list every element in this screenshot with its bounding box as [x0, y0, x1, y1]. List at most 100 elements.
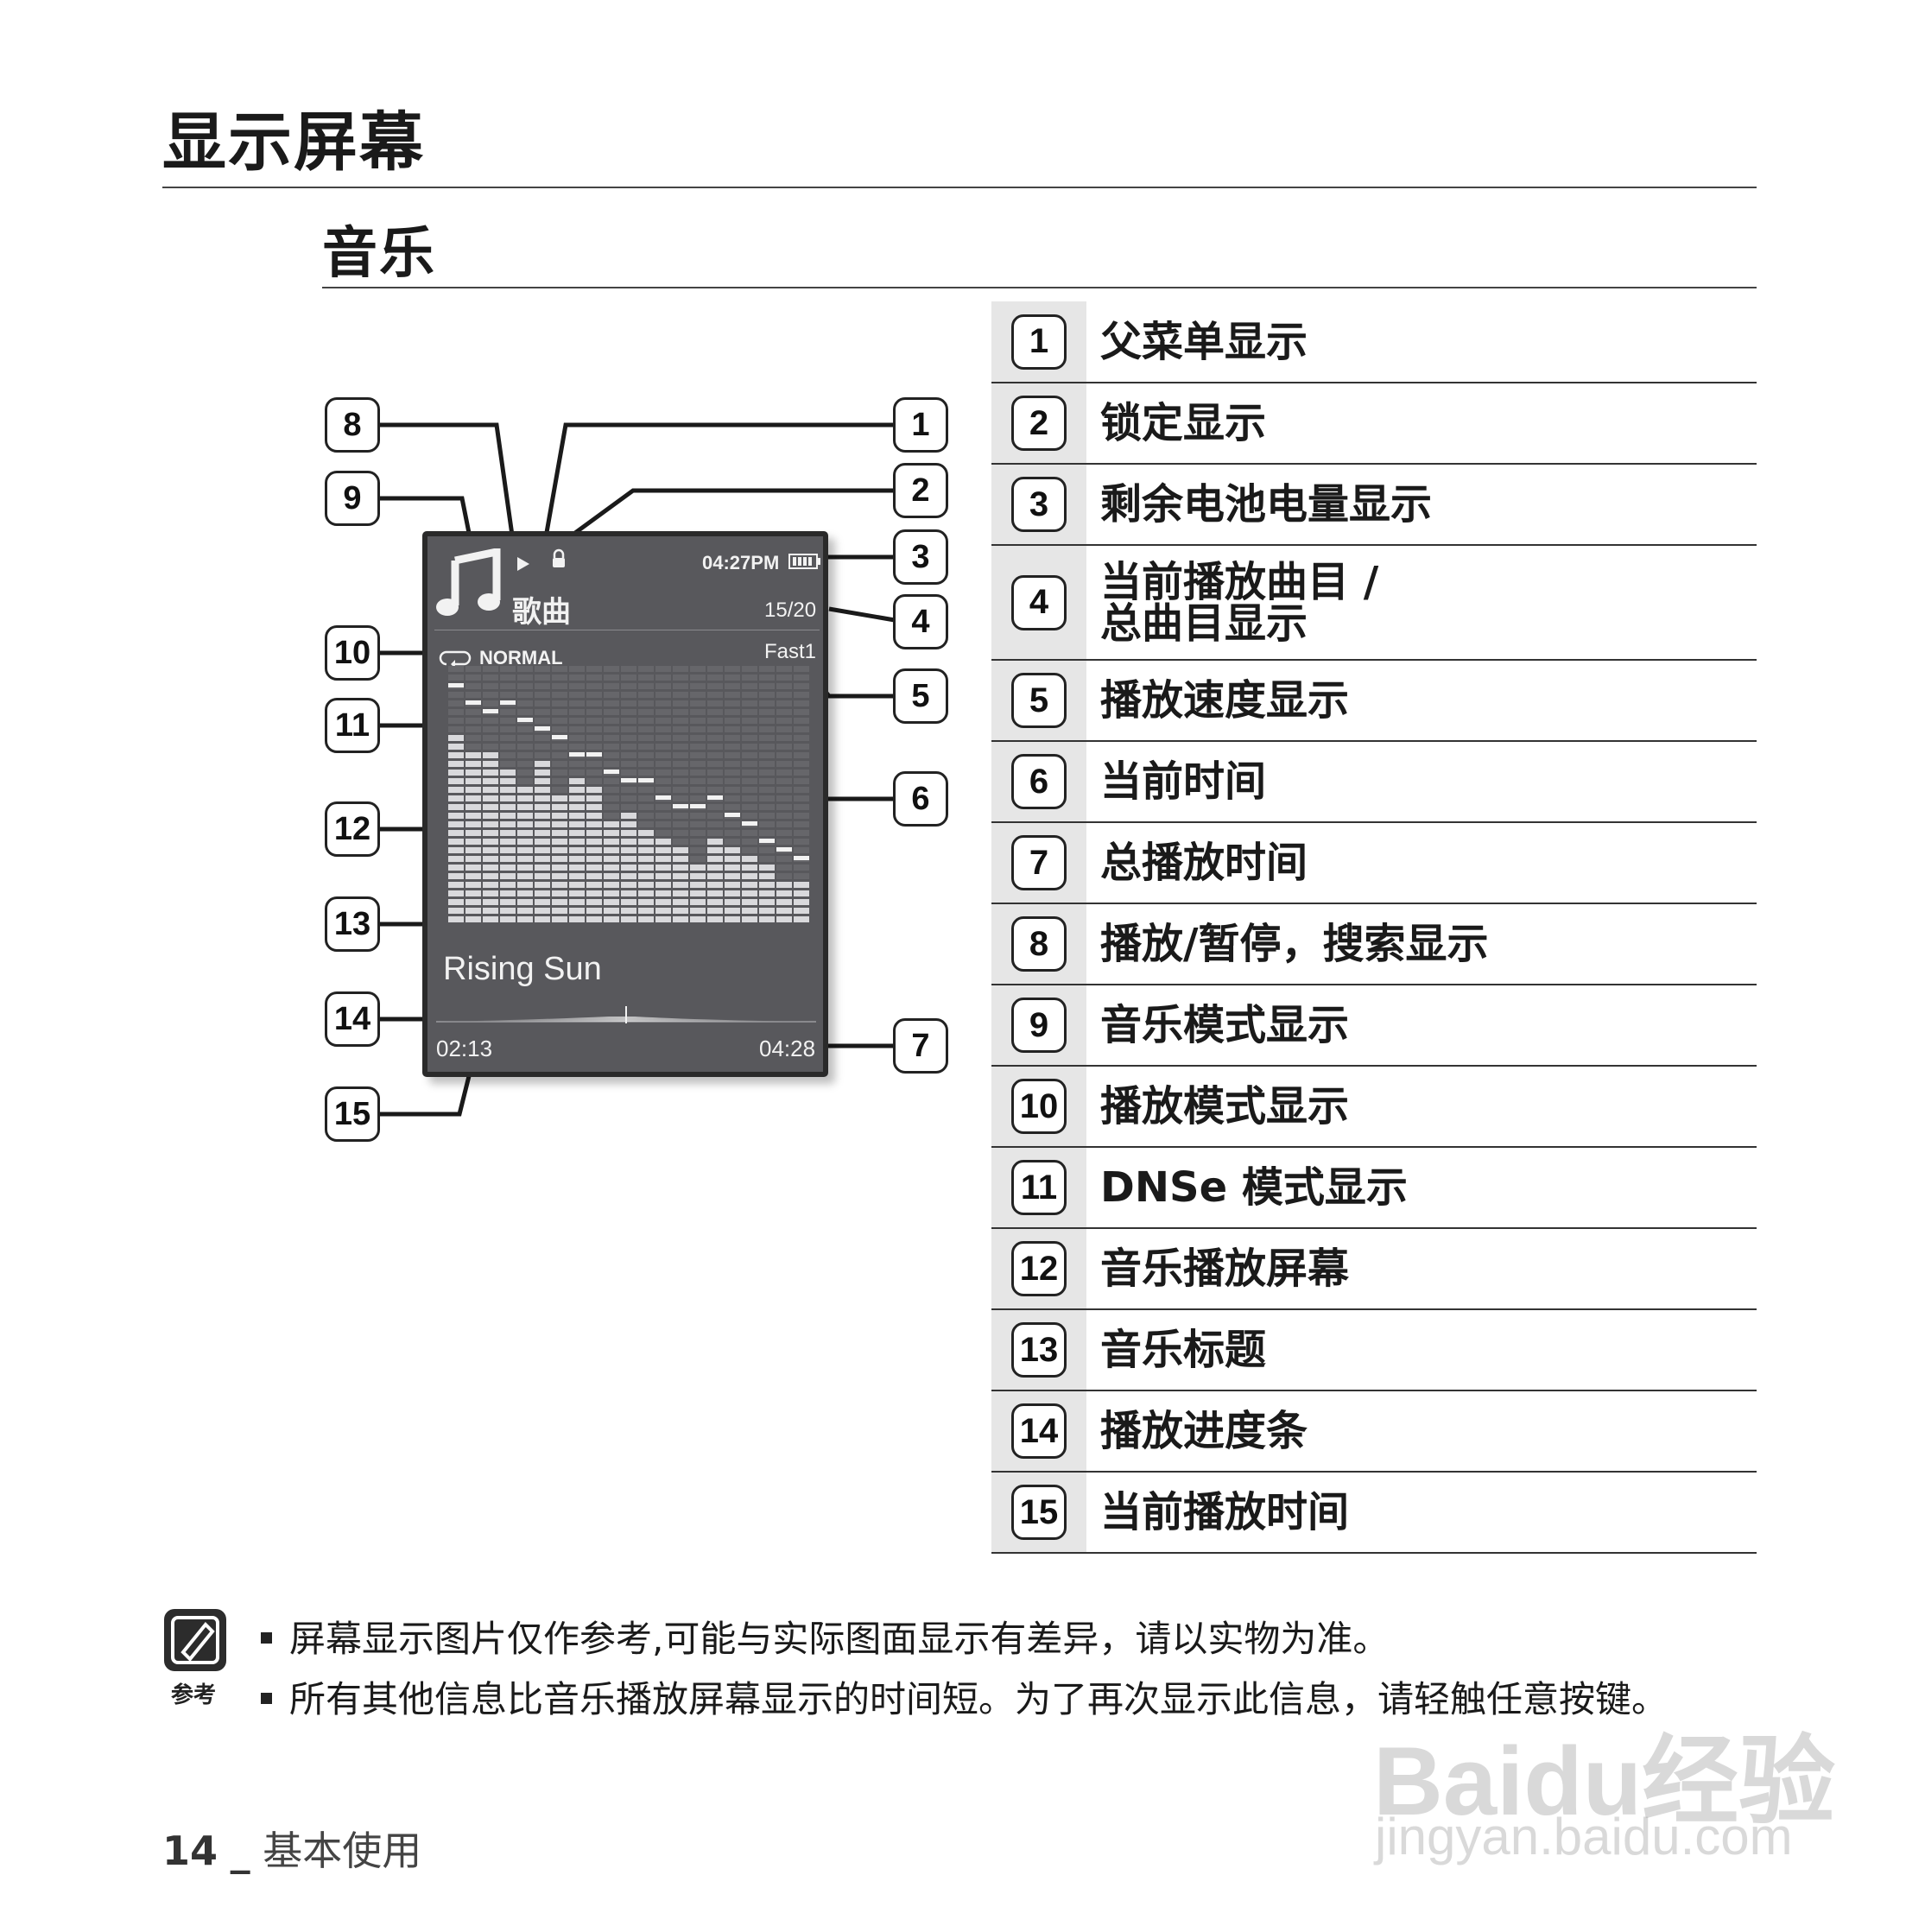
eq-segment [500, 709, 516, 715]
eq-peak [638, 778, 654, 782]
legend-row-5: 5 播放速度显示 [991, 661, 1757, 742]
eq-segment [707, 683, 723, 689]
eq-segment [569, 847, 585, 853]
eq-segment [604, 830, 619, 836]
eq-segment [500, 718, 516, 724]
eq-segment [776, 692, 792, 698]
eq-segment [655, 882, 671, 888]
callout-11: 11 [325, 698, 380, 753]
eq-segment [742, 882, 757, 888]
eq-segment [690, 675, 706, 681]
eq-segment [725, 770, 740, 776]
eq-segment [500, 778, 516, 784]
legend-row-15: 15 当前播放时间 [991, 1473, 1757, 1554]
eq-segment [655, 839, 671, 845]
eq-segment [725, 839, 740, 845]
eq-segment [759, 873, 775, 879]
legend-label: 锁定显示 [1086, 402, 1266, 444]
eq-segment [638, 726, 654, 732]
eq-segment [794, 839, 809, 845]
eq-segment [725, 709, 740, 715]
eq-segment [448, 787, 464, 793]
eq-segment [725, 847, 740, 853]
eq-segment [673, 726, 688, 732]
eq-segment [776, 666, 792, 672]
eq-segment [707, 752, 723, 758]
progress-bar[interactable] [436, 1003, 816, 1029]
eq-segment [742, 726, 757, 732]
eq-segment [500, 683, 516, 689]
elapsed-time: 02:13 [436, 1036, 492, 1062]
eq-segment [690, 856, 706, 862]
eq-segment [776, 675, 792, 681]
eq-segment [725, 700, 740, 706]
eq-segment [483, 865, 498, 871]
eq-segment [586, 839, 602, 845]
eq-segment [604, 718, 619, 724]
eq-segment [794, 804, 809, 810]
eq-segment [465, 839, 481, 845]
legend-label: DNSe 模式显示 [1086, 1167, 1408, 1208]
eq-segment [500, 882, 516, 888]
eq-segment [465, 744, 481, 750]
callout-3: 3 [893, 529, 948, 585]
eq-segment [586, 683, 602, 689]
eq-segment [500, 821, 516, 827]
eq-segment [465, 778, 481, 784]
eq-segment [604, 908, 619, 914]
eq-segment [483, 813, 498, 819]
eq-segment [673, 890, 688, 896]
eq-segment [794, 666, 809, 672]
eq-segment [776, 916, 792, 922]
eq-segment [621, 795, 636, 801]
eq-segment [569, 700, 585, 706]
eq-segment [569, 778, 585, 784]
eq-segment [483, 899, 498, 905]
legend-number: 5 [1011, 673, 1067, 728]
eq-segment [552, 683, 567, 689]
legend-label: 播放进度条 [1086, 1410, 1308, 1452]
callout-15: 15 [325, 1086, 380, 1142]
eq-segment [500, 890, 516, 896]
eq-segment [707, 666, 723, 672]
eq-segment [794, 899, 809, 905]
eq-peak [552, 735, 567, 739]
eq-peak [655, 795, 671, 800]
eq-segment [535, 666, 550, 672]
eq-segment [673, 735, 688, 741]
eq-segment [500, 744, 516, 750]
eq-segment [569, 795, 585, 801]
eq-segment [569, 873, 585, 879]
legend-number: 10 [1011, 1079, 1067, 1134]
eq-segment [448, 804, 464, 810]
legend-label: 音乐标题 [1086, 1329, 1266, 1371]
eq-segment [448, 700, 464, 706]
eq-peak [465, 700, 481, 705]
eq-segment [621, 761, 636, 767]
eq-segment [552, 908, 567, 914]
eq-segment [569, 718, 585, 724]
eq-segment [483, 735, 498, 741]
eq-segment [552, 873, 567, 879]
eq-segment [483, 830, 498, 836]
eq-segment [621, 726, 636, 732]
eq-segment [690, 709, 706, 715]
eq-segment [759, 821, 775, 827]
eq-peak [759, 839, 775, 843]
legend-label: 播放速度显示 [1086, 680, 1349, 721]
eq-segment [707, 813, 723, 819]
eq-segment [707, 787, 723, 793]
eq-segment [673, 813, 688, 819]
eq-segment [604, 778, 619, 784]
eq-segment [776, 726, 792, 732]
eq-segment [586, 865, 602, 871]
legend-label: 音乐播放屏幕 [1086, 1248, 1349, 1289]
eq-segment [517, 683, 533, 689]
eq-segment [483, 770, 498, 776]
music-note-icon [436, 548, 502, 619]
eq-segment [690, 726, 706, 732]
eq-segment [776, 795, 792, 801]
eq-segment [621, 856, 636, 862]
eq-segment [742, 683, 757, 689]
eq-segment [707, 804, 723, 810]
